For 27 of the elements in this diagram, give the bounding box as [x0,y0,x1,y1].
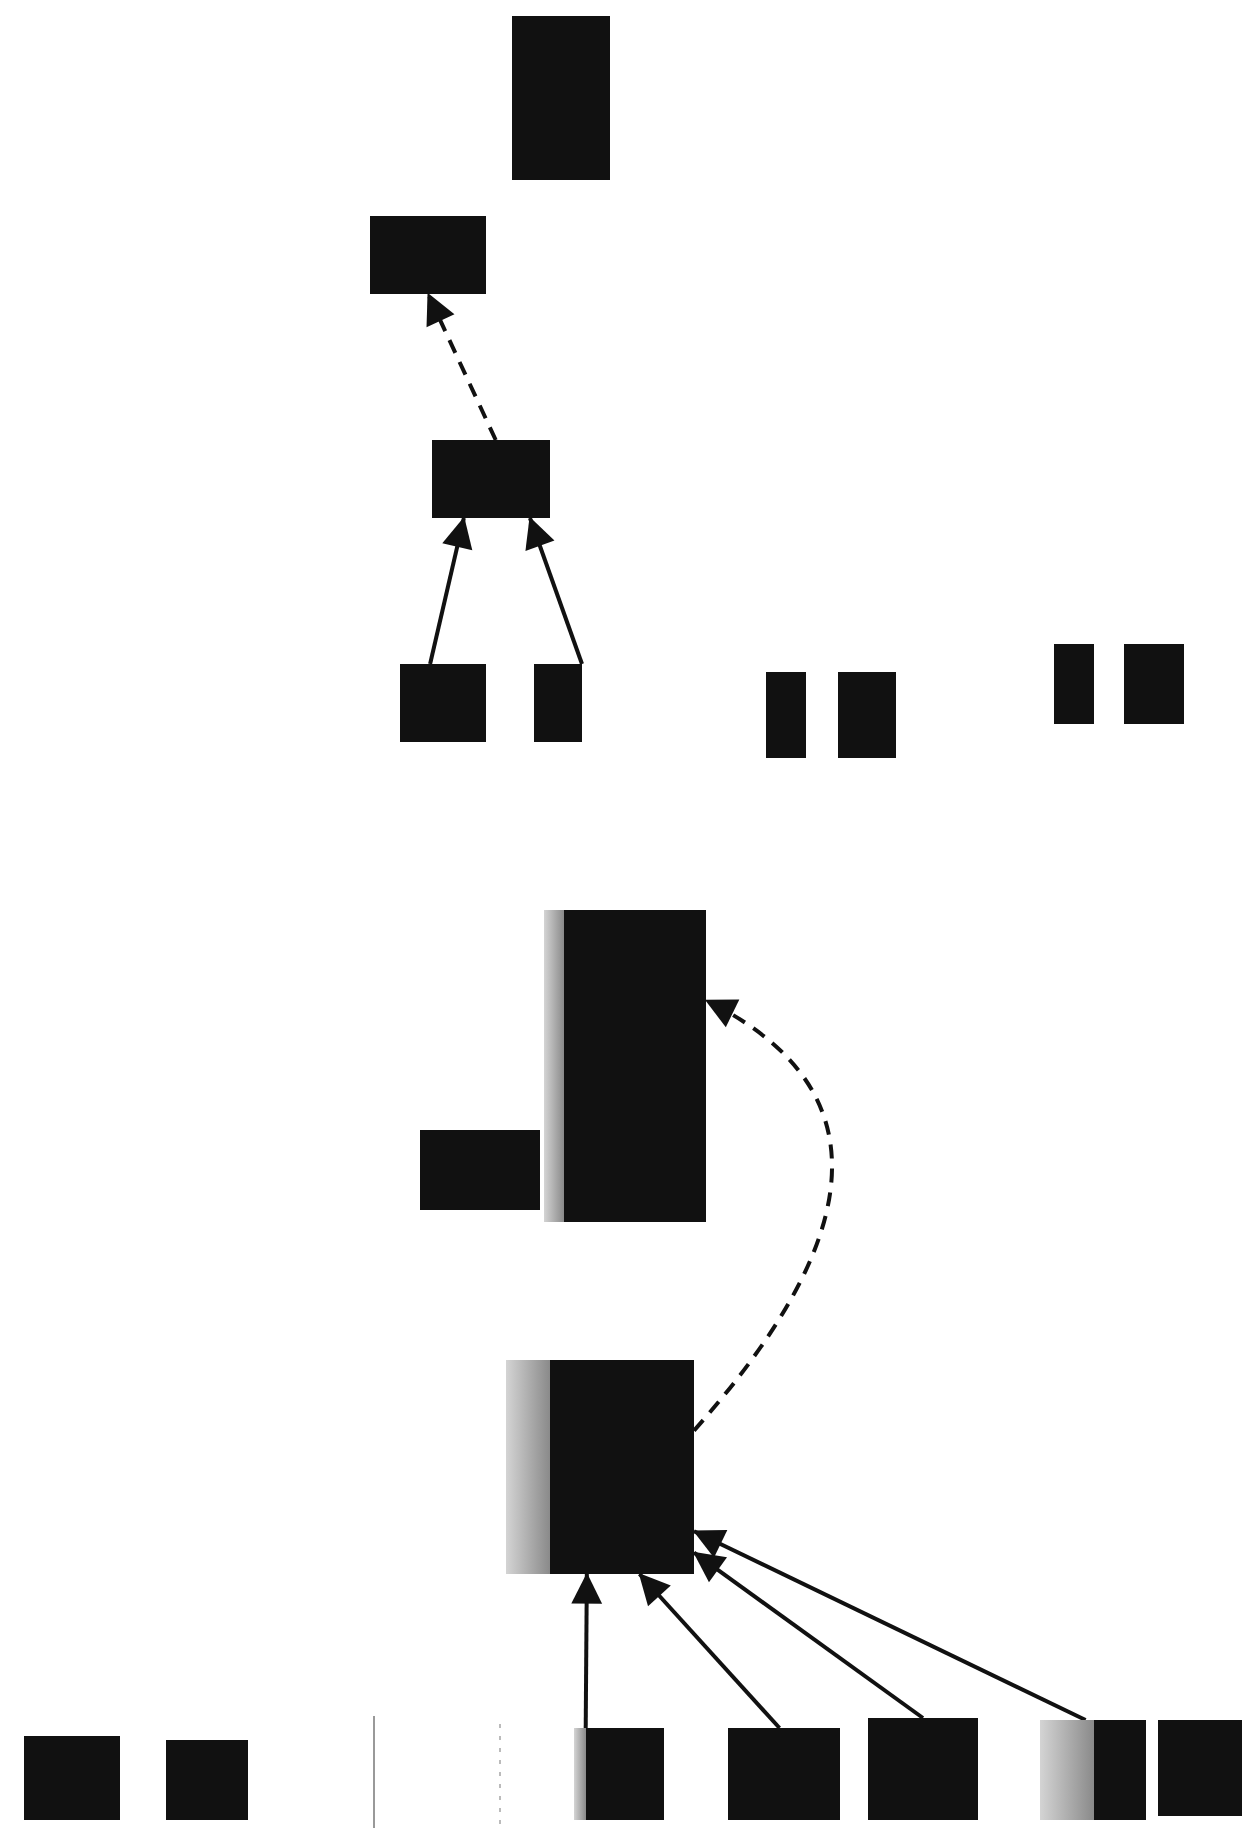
dashed-arrow [692,998,834,1432]
filled-block [868,1718,978,1820]
filled-block [1054,644,1094,724]
dashed-arrow [426,292,498,441]
filled-block [432,440,550,518]
filled-block [166,1740,248,1820]
arrow [692,1529,1087,1722]
filled-block [1158,1720,1242,1816]
filled-block [766,672,806,758]
filled-block [838,672,896,758]
filled-block [1124,644,1184,724]
arrow [638,1572,781,1730]
filled-block [24,1736,120,1820]
arrow [525,516,584,665]
filled-block [574,1728,664,1820]
filled-block [400,664,486,742]
filled-block [420,1130,540,1210]
filled-block [728,1728,840,1820]
filled-block [534,664,582,742]
filled-block [512,16,610,180]
filled-block [506,1360,694,1574]
filled-block [544,910,706,1222]
arrow [428,516,473,665]
arrow [571,1572,603,1728]
filled-block [1040,1720,1146,1820]
filled-block [370,216,486,294]
arrow [692,1550,925,1720]
